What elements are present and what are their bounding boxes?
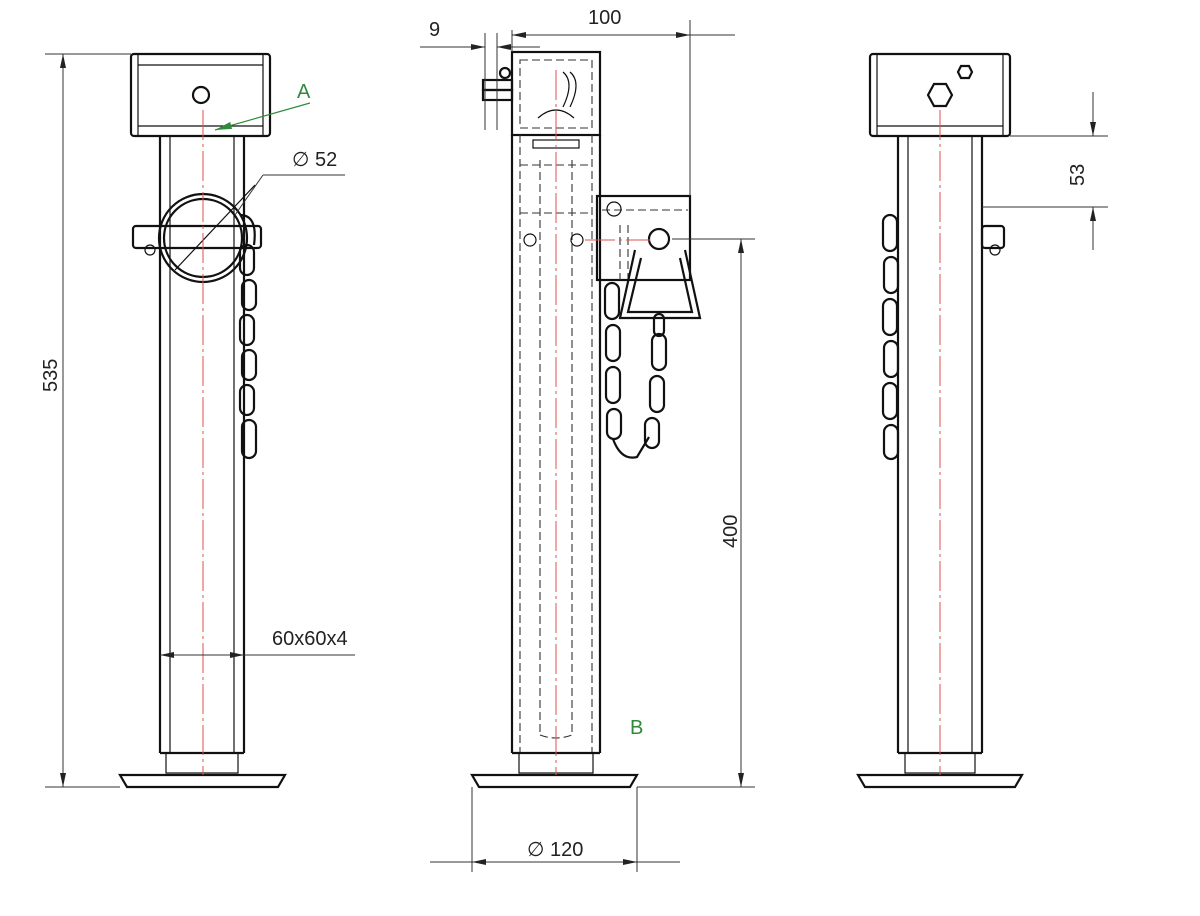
dim-bracket-width: 100 bbox=[588, 7, 621, 29]
chain-left bbox=[238, 213, 258, 460]
dim-pin-offset: 9 bbox=[429, 19, 440, 41]
chain-side bbox=[881, 213, 900, 461]
left-view: A ∅ 52 535 60x60x4 bbox=[40, 52, 355, 789]
dim-bracket-height: 400 bbox=[720, 515, 742, 548]
dim-tube-section: 60x60x4 bbox=[272, 628, 348, 650]
dim-box-offset: 53 bbox=[1067, 164, 1089, 186]
side-view: 53 bbox=[856, 52, 1108, 789]
dim-pin-diameter: ∅ 52 bbox=[292, 149, 337, 171]
label-b: B bbox=[630, 717, 643, 739]
hex-nut-icon bbox=[926, 82, 954, 108]
front-view: 100 9 400 ∅ 120 B bbox=[420, 7, 755, 872]
chain-front bbox=[603, 281, 668, 459]
dim-overall-height: 535 bbox=[40, 359, 62, 392]
label-a: A bbox=[297, 81, 311, 103]
hole-icon bbox=[191, 85, 211, 105]
dim-foot-diameter: ∅ 120 bbox=[527, 839, 583, 861]
